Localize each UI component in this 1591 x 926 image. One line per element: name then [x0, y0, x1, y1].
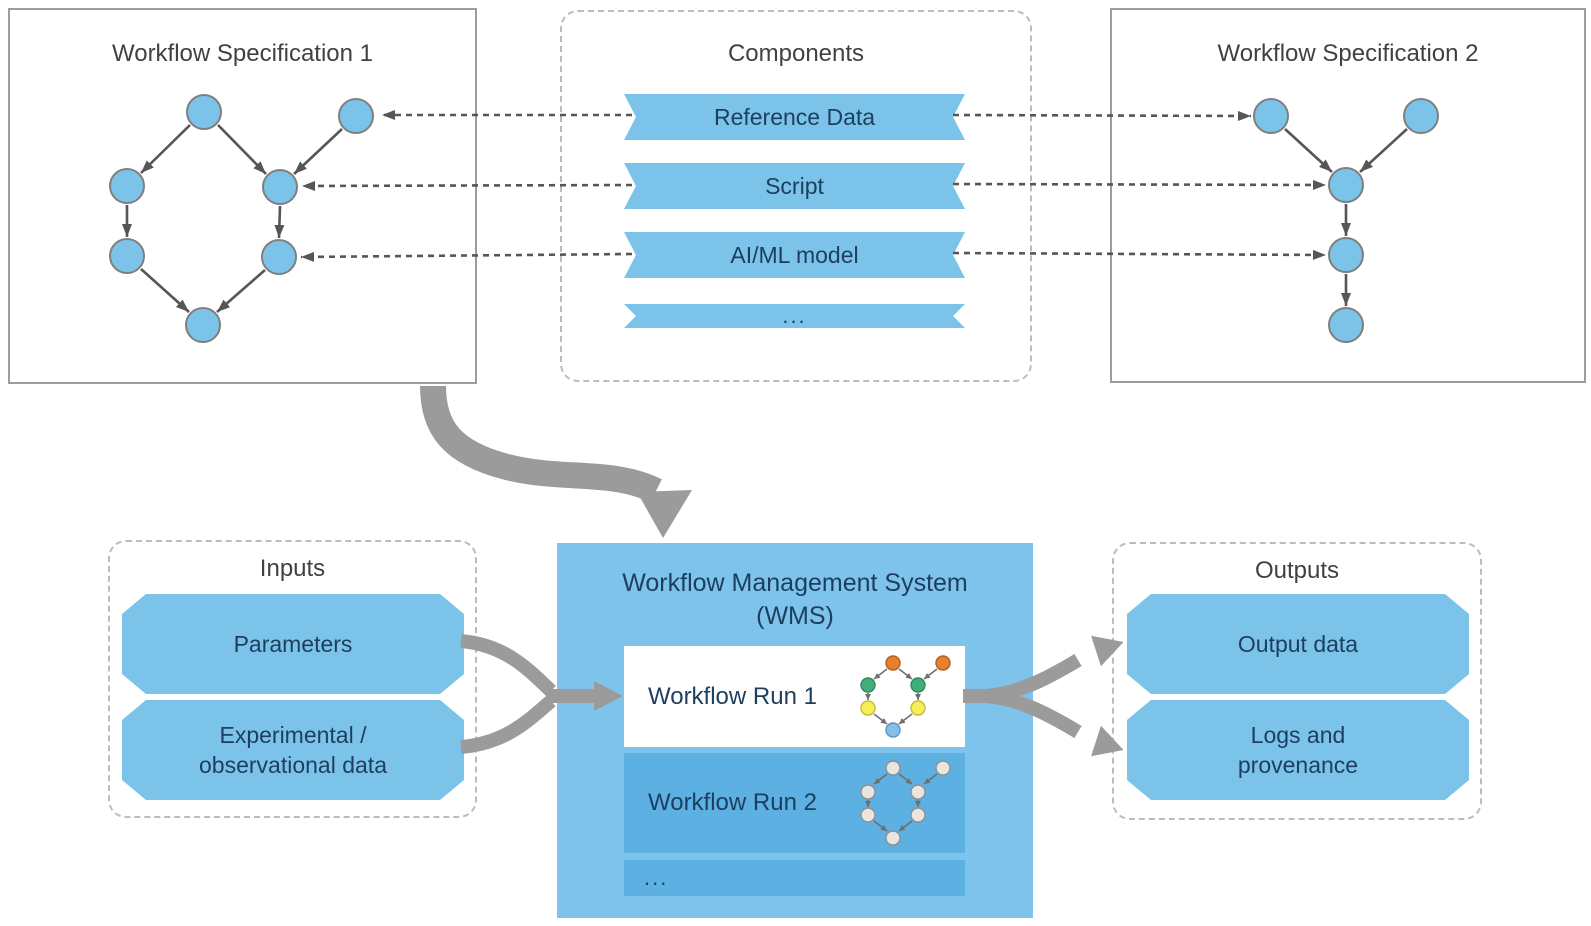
component-script-label: Script: [765, 172, 824, 199]
workflow-run-2-label: Workflow Run 2: [648, 789, 817, 816]
components-box: Components Reference Data Script AI/ML m…: [560, 10, 1032, 382]
component-ai-ml-model-label: AI/ML model: [730, 241, 859, 268]
workflow-specification-1-box: Workflow Specification 1: [8, 8, 477, 384]
output-data: Output data: [1127, 594, 1469, 694]
component-ai-ml-model: AI/ML model: [624, 232, 965, 278]
input-parameters-label: Parameters: [233, 631, 353, 657]
component-reference-data: Reference Data: [624, 94, 965, 140]
outputs-title: Outputs: [1254, 557, 1340, 584]
wms-box: Workflow Management System (WMS) Workflo…: [557, 543, 1033, 918]
workflow-specification-2-box: Workflow Specification 2: [1110, 8, 1586, 383]
component-more-label: ...: [782, 303, 807, 328]
component-more: ...: [624, 304, 965, 328]
component-reference-data-label: Reference Data: [713, 103, 876, 130]
workflow-runs-more-label: ...: [644, 865, 669, 890]
inputs-title: Inputs: [259, 555, 326, 582]
wms-title-line2: (WMS): [756, 602, 834, 630]
wms-title-line1: Workflow Management System: [622, 569, 968, 597]
input-experimental-data: Experimental / observational data: [122, 700, 464, 800]
output-logs-provenance: Logs and provenance: [1127, 700, 1469, 800]
output-data-label: Output data: [1237, 631, 1359, 657]
workflow-run-1-tile: Workflow Run 1: [624, 646, 965, 747]
workflow-runs-more-tile: ...: [624, 860, 965, 896]
output-logs-provenance-label: Logs and provenance: [1237, 722, 1359, 778]
spec1-to-wms-arrow: [420, 385, 692, 538]
outputs-box: Outputs Output data Logs and provenance: [1112, 542, 1482, 820]
wms-title: Workflow Management System (WMS): [557, 567, 1033, 633]
input-parameters: Parameters: [122, 594, 464, 694]
workflow-run-2-tile: Workflow Run 2: [624, 753, 965, 853]
inputs-box: Inputs Parameters Experimental / observa…: [108, 540, 477, 818]
components-title: Components: [727, 40, 865, 67]
workflow-run-1-label: Workflow Run 1: [648, 682, 817, 710]
workflow-specification-2-title: Workflow Specification 2: [1217, 40, 1479, 67]
component-script: Script: [624, 163, 965, 209]
input-experimental-data-label: Experimental / observational data: [199, 722, 387, 778]
workflow-specification-1-title: Workflow Specification 1: [112, 40, 373, 67]
